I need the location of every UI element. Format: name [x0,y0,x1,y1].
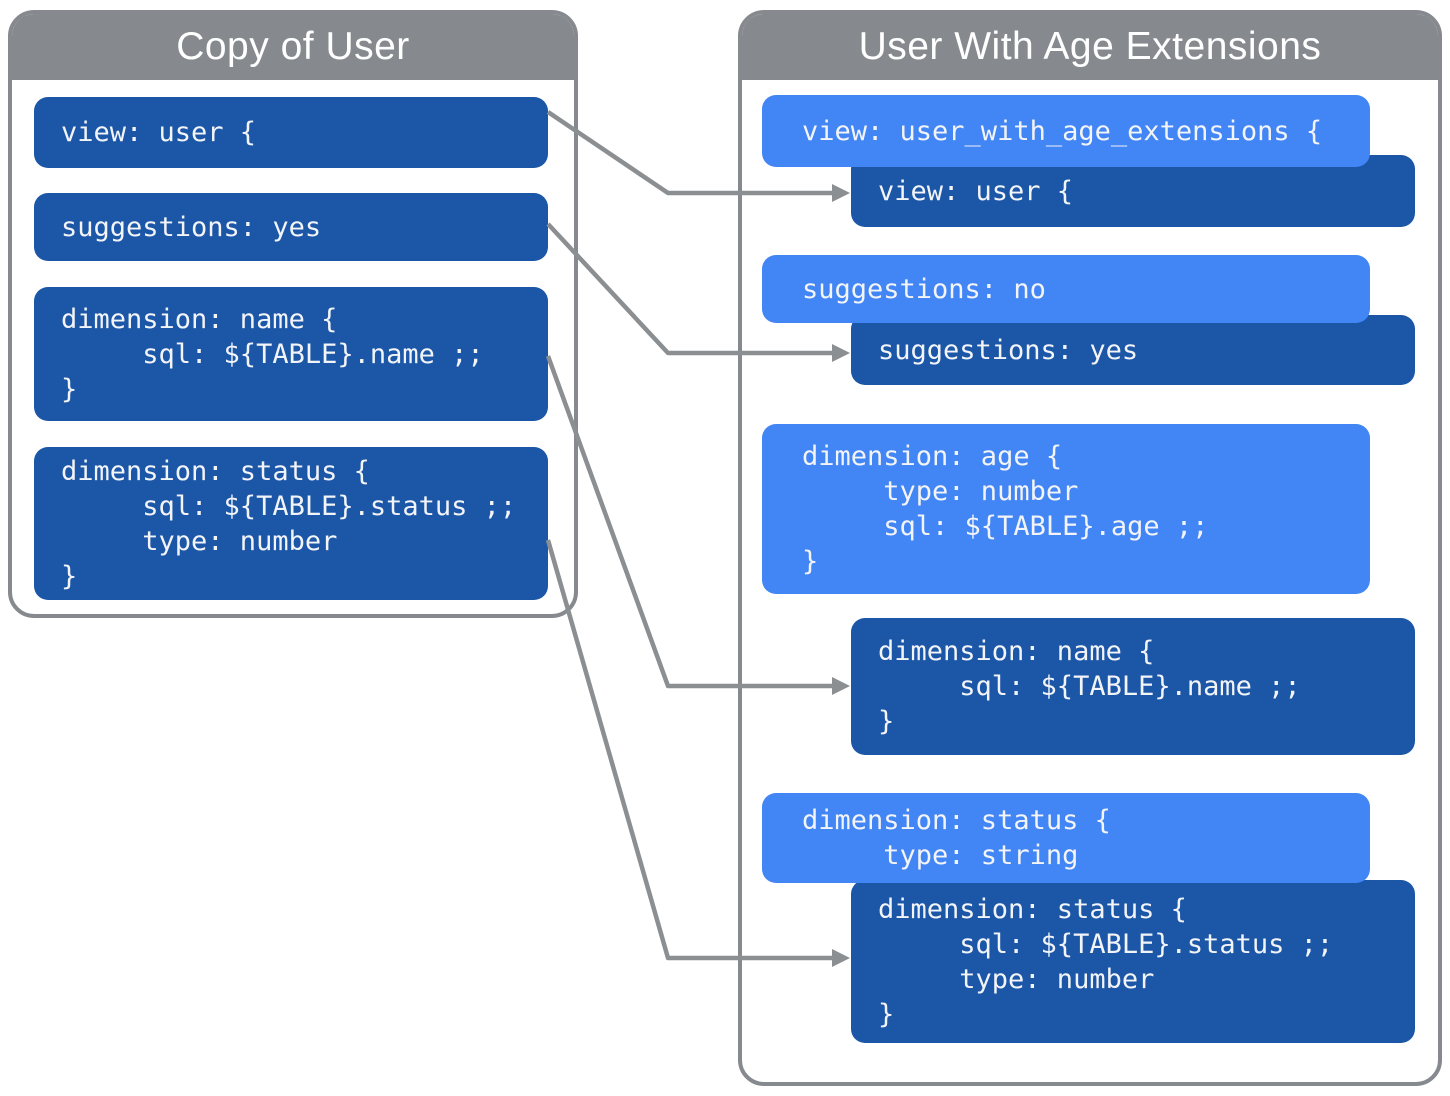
code-block-view-extended: view: user_with_age_extensions { [762,95,1370,167]
code-view-user: view: user { [61,117,257,148]
code-dimension-name: dimension: name { sql: ${TABLE}.name ;; … [61,303,484,405]
code-block-dimension-name-inherited: dimension: name { sql: ${TABLE}.name ;; … [851,618,1415,755]
code-block-dimension-status-override: dimension: status { type: string [762,793,1370,883]
code-block-dimension-age: dimension: age { type: number sql: ${TAB… [762,424,1370,594]
code-block-suggestions-yes: suggestions: yes [34,193,548,261]
code-block-suggestions-no: suggestions: no [762,255,1370,323]
code-suggestions-yes-inherited: suggestions: yes [878,334,1139,366]
code-view-user-inherited: view: user { [878,175,1074,207]
code-dimension-name-inherited: dimension: name { sql: ${TABLE}.name ;; … [878,636,1301,737]
code-dimension-status: dimension: status { sql: ${TABLE}.status… [61,455,517,592]
code-view-extended: view: user_with_age_extensions { [802,115,1323,147]
left-panel-title-text: Copy of User [176,25,410,68]
code-dimension-status-override: dimension: status { type: string [802,805,1111,871]
code-block-view-user: view: user { [34,97,548,168]
code-block-suggestions-yes-inherited: suggestions: yes [851,315,1415,385]
code-suggestions-no: suggestions: no [802,273,1046,305]
code-block-dimension-name: dimension: name { sql: ${TABLE}.name ;; … [34,287,548,421]
code-suggestions-yes: suggestions: yes [61,211,322,243]
right-panel-title: User With Age Extensions [742,14,1438,80]
left-panel-title: Copy of User [12,14,574,80]
code-block-view-user-inherited: view: user { [851,155,1415,227]
right-panel-title-text: User With Age Extensions [858,25,1322,68]
code-dimension-age: dimension: age { type: number sql: ${TAB… [802,441,1209,577]
code-dimension-status-inherited: dimension: status { sql: ${TABLE}.status… [878,893,1334,1030]
code-block-dimension-status-inherited: dimension: status { sql: ${TABLE}.status… [851,880,1415,1043]
code-block-dimension-status: dimension: status { sql: ${TABLE}.status… [34,447,548,600]
